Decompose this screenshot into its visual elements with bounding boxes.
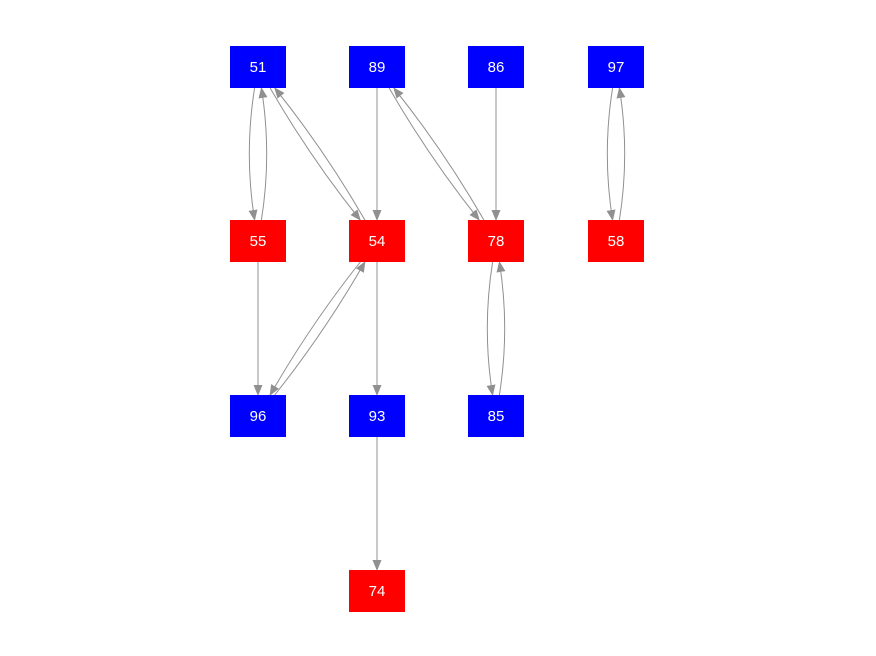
graph-node-51[interactable]: 51 <box>230 46 286 88</box>
graph-edge-89-78 <box>388 87 480 221</box>
graph-node-55[interactable]: 55 <box>230 220 286 262</box>
graph-edge-97-58 <box>606 87 616 221</box>
graph-node-58[interactable]: 58 <box>588 220 644 262</box>
graph-node-label: 93 <box>368 407 386 425</box>
graph-edge-78-85 <box>486 261 496 396</box>
graph-node-label: 74 <box>368 582 386 600</box>
graph-node-label: 54 <box>368 232 386 250</box>
graph-node-86[interactable]: 86 <box>468 46 524 88</box>
graph-edge-55-51 <box>258 87 268 221</box>
graph-edge-78-89 <box>393 87 485 221</box>
graph-edge-58-97 <box>616 87 626 221</box>
graph-node-label: 97 <box>607 58 625 76</box>
graph-node-89[interactable]: 89 <box>349 46 405 88</box>
graph-edge-54-96 <box>269 261 361 396</box>
graph-node-78[interactable]: 78 <box>468 220 524 262</box>
graph-node-label: 96 <box>249 407 267 425</box>
graph-node-label: 86 <box>487 58 505 76</box>
graph-node-97[interactable]: 97 <box>588 46 644 88</box>
graph-node-85[interactable]: 85 <box>468 395 524 437</box>
graph-edge-54-51 <box>274 87 366 221</box>
graph-node-74[interactable]: 74 <box>349 570 405 612</box>
graph-node-label: 51 <box>249 58 267 76</box>
graph-node-label: 55 <box>249 232 267 250</box>
graph-node-label: 78 <box>487 232 505 250</box>
graph-edge-51-55 <box>248 87 258 221</box>
graph-edge-51-54 <box>269 87 361 221</box>
graph-node-label: 89 <box>368 58 386 76</box>
graph-node-label: 85 <box>487 407 505 425</box>
graph-node-label: 58 <box>607 232 625 250</box>
graph-node-54[interactable]: 54 <box>349 220 405 262</box>
graph-edge-96-54 <box>274 261 366 396</box>
graph-edge-85-78 <box>496 261 506 396</box>
graph-node-96[interactable]: 96 <box>230 395 286 437</box>
graph-node-93[interactable]: 93 <box>349 395 405 437</box>
